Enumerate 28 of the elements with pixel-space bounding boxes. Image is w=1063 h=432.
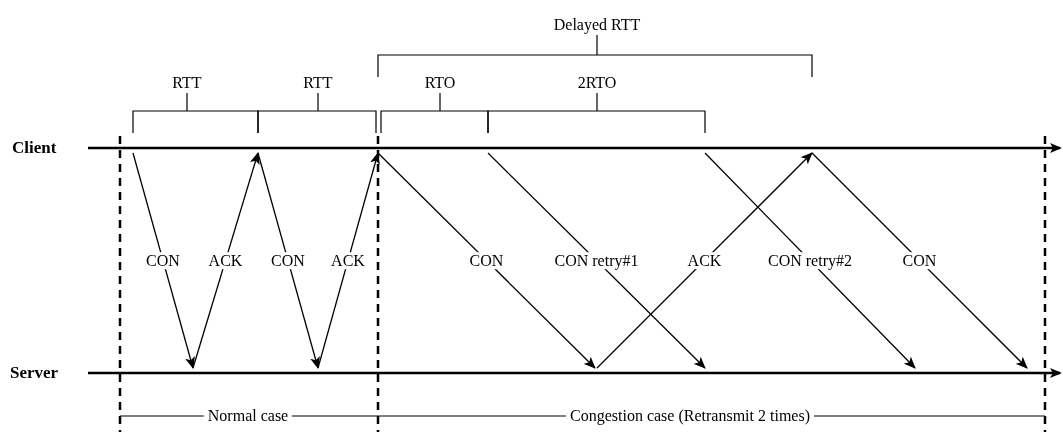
edge-label: CON [145,251,181,270]
message-arrow [257,152,320,369]
edge-label: ACK [330,251,366,270]
lifeline-name: Client [12,138,57,158]
message-arrow [487,152,706,369]
edge-label: CON retry#1 [553,251,640,270]
timeline-arrow [88,143,1062,153]
message-arrow [811,152,1028,369]
phase-label: Congestion case (Retransmit 2 times) [566,407,814,425]
edge-label: CON [468,251,505,270]
edge-label: CON retry#2 [767,251,853,270]
edge-label: ACK [686,251,723,270]
interval-label: RTT [302,74,334,92]
edge-label: ACK [207,251,244,270]
message-arrow [377,152,596,369]
timeline-arrow [88,368,1062,378]
edge-label: CON [270,251,306,270]
interval-label: Delayed RTT [552,16,642,34]
message-arrow [192,152,260,369]
interval-label: RTO [423,74,457,92]
message-arrow [704,152,916,369]
message-arrow [132,152,195,369]
interval-label: 2RTO [576,74,618,92]
message-arrow [317,152,380,369]
edge-label: CON [901,251,938,270]
interval-label: RTT [171,74,203,92]
lifeline-name: Server [10,363,59,383]
message-arrow [596,152,813,369]
